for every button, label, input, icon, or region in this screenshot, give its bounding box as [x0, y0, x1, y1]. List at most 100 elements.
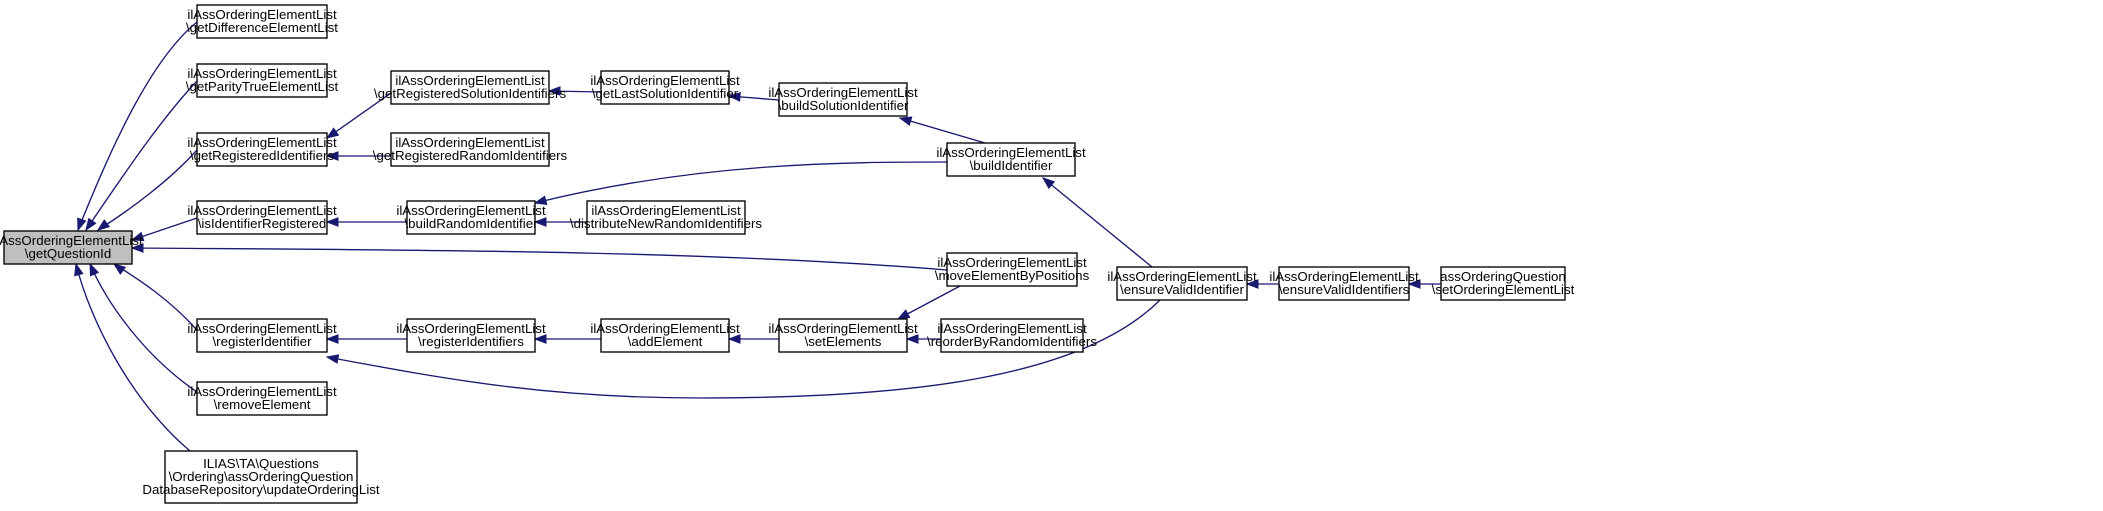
- edge-arrowhead: [325, 127, 340, 139]
- node-label-line: \registerIdentifiers: [418, 334, 524, 349]
- edge-removeElement-to-getQuestionId: [89, 262, 198, 393]
- node-label-line: ilAssOrderingElementList: [187, 384, 337, 399]
- node-getRegisteredSolutionIdentifiers[interactable]: ilAssOrderingElementList\getRegisteredSo…: [374, 70, 567, 105]
- node-box: [946, 252, 1078, 287]
- node-getRegisteredRandomIdentifiers[interactable]: ilAssOrderingElementList\getRegisteredRa…: [373, 132, 568, 167]
- node-buildRandomIdentifier[interactable]: ilAssOrderingElementList\buildRandomIden…: [396, 200, 546, 235]
- edge-arrowhead: [533, 217, 547, 227]
- node-removeElement[interactable]: ilAssOrderingElementList\removeElement: [187, 381, 337, 416]
- edge-distributeNewRandomIdentifiers-to-buildRandomIdentifier: [533, 217, 587, 227]
- edge-arrowhead: [1245, 279, 1259, 289]
- node-box: [600, 318, 730, 353]
- edge-line: [534, 161, 948, 204]
- edge-getRegisteredSolutionIdentifiers-to-getRegisteredIdentifiers: [325, 92, 392, 139]
- node-label-line: assOrderingQuestion: [1440, 269, 1566, 284]
- node-label-line: \getParityTrueElementList: [186, 79, 339, 94]
- node-label-line: \buildSolutionIdentifier: [778, 98, 909, 113]
- node-box: [1440, 266, 1566, 301]
- node-label-line: ilAssOrderingElementList: [0, 233, 143, 248]
- node-buildSolutionIdentifier[interactable]: ilAssOrderingElementList\buildSolutionId…: [768, 82, 918, 117]
- node-label-line: \setOrderingElementList: [1432, 282, 1575, 297]
- node-label-line: ilAssOrderingElementList: [396, 321, 546, 336]
- node-label-line: ilAssOrderingElementList: [1107, 269, 1257, 284]
- node-label-line: \isIdentifierRegistered: [198, 216, 327, 231]
- node-box: [196, 381, 328, 416]
- edge-arrowhead: [533, 334, 547, 344]
- edge-arrowhead: [325, 217, 339, 227]
- edge-isIdentifierRegistered-to-getQuestionId: [130, 217, 198, 242]
- edge-arrowhead: [112, 263, 127, 275]
- edge-registerIdentifier-to-getQuestionId: [112, 263, 198, 331]
- node-getDifferenceElementList[interactable]: ilAssOrderingElementList\getDifferenceEl…: [186, 4, 338, 39]
- node-ensureValidIdentifiers[interactable]: ilAssOrderingElementList\ensureValidIden…: [1269, 266, 1419, 301]
- node-label-line: \buildRandomIdentifier: [404, 216, 538, 231]
- node-label-line: \distributeNewRandomIdentifiers: [570, 216, 763, 231]
- edge-setOrderingElementList-to-ensureValidIdentifiers: [1407, 279, 1441, 289]
- edge-arrowhead: [1041, 177, 1056, 190]
- edge-line: [899, 117, 986, 144]
- node-box: [586, 200, 746, 235]
- node-label-line: \getRegisteredIdentifiers: [190, 148, 334, 163]
- node-label-line: ilAssOrderingElementList: [768, 321, 918, 336]
- node-label-line: \Ordering\assOrderingQuestion: [169, 469, 354, 484]
- edge-line: [326, 92, 392, 139]
- node-buildIdentifier[interactable]: ilAssOrderingElementList\buildIdentifier: [936, 142, 1086, 177]
- node-box: [196, 318, 328, 353]
- edge-arrowhead: [325, 334, 339, 344]
- edge-line: [97, 149, 198, 231]
- node-label-line: ilAssOrderingElementList: [396, 203, 546, 218]
- node-label-line: ilAssOrderingElementList: [187, 66, 337, 81]
- edge-arrowhead: [77, 217, 87, 232]
- node-getRegisteredIdentifiers[interactable]: ilAssOrderingElementList\getRegisteredId…: [187, 132, 337, 167]
- edge-arrowhead: [727, 334, 741, 344]
- edge-updateOrderingList-to-getQuestionId: [74, 262, 191, 452]
- node-label-line: ilAssOrderingElementList: [187, 7, 337, 22]
- node-registerIdentifier[interactable]: ilAssOrderingElementList\registerIdentif…: [187, 318, 337, 353]
- node-box: [390, 70, 550, 105]
- node-isIdentifierRegistered[interactable]: ilAssOrderingElementList\isIdentifierReg…: [187, 200, 337, 235]
- node-box: [1116, 266, 1248, 301]
- node-label-line: \getLastSolutionIdentifier: [592, 86, 739, 101]
- edge-getRegisteredRandomIdentifiers-to-getRegisteredIdentifiers: [325, 151, 391, 161]
- node-moveElementByPositions[interactable]: ilAssOrderingElementList\moveElementByPo…: [935, 252, 1090, 287]
- node-box: [196, 132, 328, 167]
- node-ensureValidIdentifier[interactable]: ilAssOrderingElementList\ensureValidIden…: [1107, 266, 1257, 301]
- edge-moveElementByPositions-to-setElements: [896, 285, 961, 320]
- node-label-line: \getQuestionId: [25, 246, 112, 261]
- node-getQuestionId[interactable]: ilAssOrderingElementList\getQuestionId: [0, 230, 143, 265]
- edge-arrowhead: [533, 195, 548, 206]
- node-box: [778, 318, 908, 353]
- node-label-line: \getRegisteredSolutionIdentifiers: [374, 86, 567, 101]
- edge-line: [897, 285, 961, 320]
- node-label-line: \setElements: [805, 334, 882, 349]
- node-getLastSolutionIdentifier[interactable]: ilAssOrderingElementList\getLastSolution…: [590, 70, 740, 105]
- edge-arrowhead: [325, 354, 340, 364]
- node-label-line: DatabaseRepository\updateOrderingList: [142, 482, 380, 497]
- node-registerIdentifiers[interactable]: ilAssOrderingElementList\registerIdentif…: [396, 318, 546, 353]
- node-getParityTrueElementList[interactable]: ilAssOrderingElementList\getParityTrueEl…: [186, 63, 339, 98]
- node-label-line: \addElement: [628, 334, 703, 349]
- node-label-line: \registerIdentifier: [212, 334, 312, 349]
- node-distributeNewRandomIdentifiers[interactable]: ilAssOrderingElementList\distributeNewRa…: [570, 200, 763, 235]
- node-label-line: \removeElement: [214, 397, 311, 412]
- node-setElements[interactable]: ilAssOrderingElementList\setElements: [768, 318, 918, 353]
- node-label-line: ilAssOrderingElementList: [936, 145, 1086, 160]
- node-label-line: ilAssOrderingElementList: [187, 203, 337, 218]
- node-addElement[interactable]: ilAssOrderingElementList\addElement: [590, 318, 740, 353]
- node-label-line: ilAssOrderingElementList: [187, 321, 337, 336]
- edge-addElement-to-registerIdentifiers: [533, 334, 601, 344]
- edge-arrowhead: [325, 151, 339, 161]
- node-label-line: \ensureValidIdentifier: [1120, 282, 1245, 297]
- node-reorderByRandomIdentifiers[interactable]: ilAssOrderingElementList\reorderByRandom…: [927, 318, 1097, 353]
- edge-getParityTrueElementList-to-getQuestionId: [85, 80, 198, 232]
- edge-line: [326, 299, 1161, 399]
- node-box: [196, 4, 328, 39]
- edge-getDifferenceElementList-to-getQuestionId: [77, 21, 198, 232]
- node-setOrderingElementList[interactable]: assOrderingQuestion\setOrderingElementLi…: [1432, 266, 1575, 301]
- edge-ensureValidIdentifier-to-registerIdentifier: [325, 299, 1161, 399]
- node-updateOrderingList[interactable]: ILIAS\TA\Questions\Ordering\assOrderingQ…: [142, 450, 380, 504]
- edge-buildSolutionIdentifier-to-getLastSolutionIdentifier: [727, 92, 780, 102]
- edge-arrowhead: [130, 243, 144, 253]
- node-label-line: ilAssOrderingElementList: [187, 135, 337, 150]
